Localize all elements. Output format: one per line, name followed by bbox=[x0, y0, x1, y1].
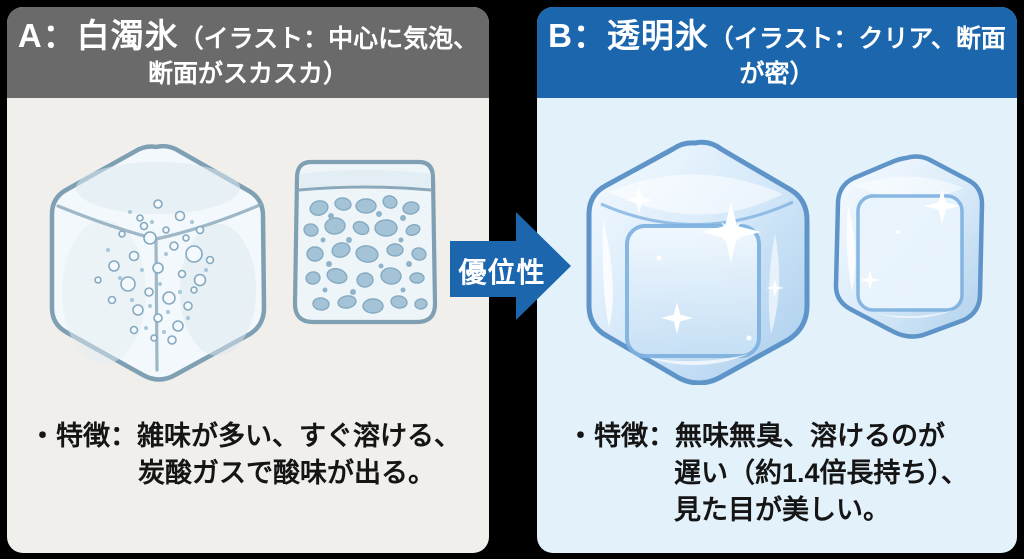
clear-ice-feature-line3: 見た目が美しい。 bbox=[674, 495, 890, 525]
clear-ice-header: B：透明氷 （イラスト：クリア、断面 が密） bbox=[537, 7, 1017, 98]
clear-ice-feature-line1: ・特徴：無味無臭、溶けるのが bbox=[567, 421, 945, 451]
clear-ice-cube-large-icon bbox=[586, 139, 810, 385]
advantage-arrow: 優位性 bbox=[450, 211, 572, 321]
cloudy-ice-header-line1: A：白濁氷 （イラスト：中心に気泡、 bbox=[18, 15, 478, 58]
cloudy-ice-subtitle-line1: （イラスト：中心に気泡、 bbox=[178, 24, 479, 53]
panel-cloudy-ice: A：白濁氷 （イラスト：中心に気泡、 断面がスカスカ） bbox=[7, 7, 489, 553]
clear-ice-cube-small-icon bbox=[833, 154, 985, 339]
clear-ice-subtitle-line1: （イラスト：クリア、断面 bbox=[708, 24, 1006, 53]
cloudy-ice-feature-line2: 炭酸ガスで酸味が出る。 bbox=[138, 458, 435, 488]
cloudy-ice-cube-icon bbox=[49, 143, 267, 382]
cloudy-ice-header: A：白濁氷 （イラスト：中心に気泡、 断面がスカスカ） bbox=[7, 7, 489, 98]
clear-ice-title: B：透明氷 bbox=[548, 16, 709, 54]
clear-ice-body: ・特徴：無味無臭、溶けるのが 遅い（約1.4倍長持ち）、 見た目が美しい。 bbox=[537, 98, 1017, 553]
cloudy-ice-features: ・特徴：雑味が多い、すぐ溶ける、 炭酸ガスで酸味が出る。 bbox=[7, 418, 489, 492]
panel-clear-ice: B：透明氷 （イラスト：クリア、断面 が密） bbox=[537, 7, 1017, 553]
porous-ice-cross-section-icon bbox=[292, 159, 438, 325]
clear-ice-header-line1: B：透明氷 （イラスト：クリア、断面 bbox=[548, 15, 1006, 58]
advantage-arrow-label: 優位性 bbox=[458, 257, 546, 288]
clear-ice-subtitle-line2: が密） bbox=[739, 59, 815, 88]
cloudy-ice-subtitle-line2: 断面がスカスカ） bbox=[147, 59, 348, 88]
cloudy-ice-title: A：白濁氷 bbox=[17, 16, 179, 54]
cloudy-ice-body: ・特徴：雑味が多い、すぐ溶ける、 炭酸ガスで酸味が出る。 bbox=[7, 98, 489, 553]
clear-ice-feature-line2: 遅い（約1.4倍長持ち）、 bbox=[674, 458, 969, 488]
right-arrow-icon bbox=[450, 212, 571, 320]
clear-ice-features: ・特徴：無味無臭、溶けるのが 遅い（約1.4倍長持ち）、 見た目が美しい。 bbox=[537, 418, 1017, 529]
cloudy-ice-feature-line1: ・特徴：雑味が多い、すぐ溶ける、 bbox=[29, 421, 461, 451]
